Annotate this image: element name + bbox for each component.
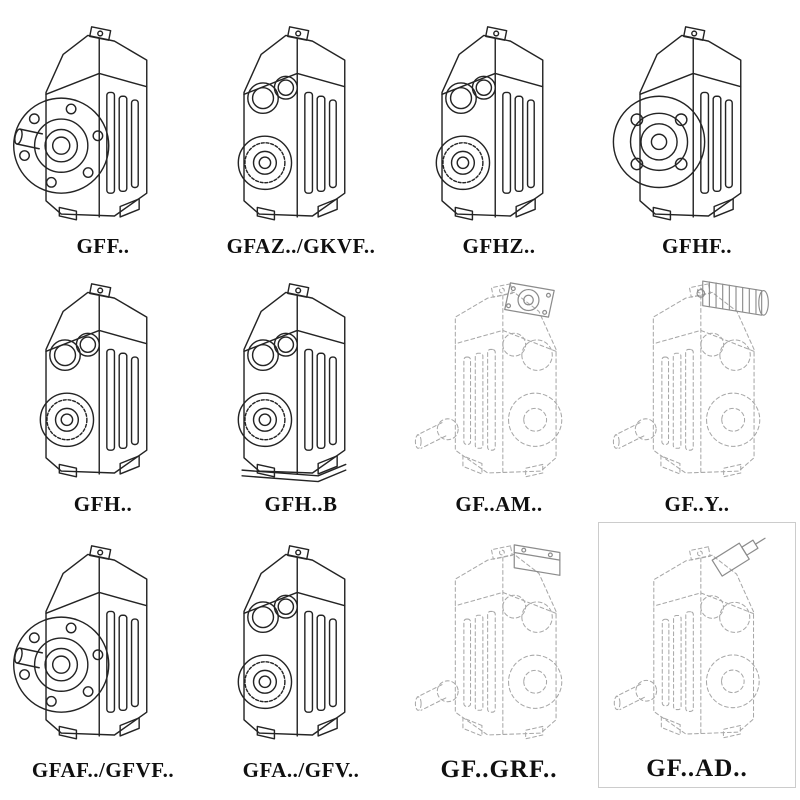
- model-label-gff: GFF..: [76, 234, 130, 258]
- model-label-gf-grf: GF..GRF..: [440, 756, 558, 783]
- gearbox-hollow-shaft-drawing: [206, 522, 396, 756]
- model-label-gf-ad: GF..AD..: [646, 755, 748, 782]
- gearbox-hollow-shaft-drawing: [8, 264, 198, 490]
- catalog-cell-gfh-b: GFH..B: [202, 264, 400, 522]
- gearbox-hollow-shaft-drawing: [404, 8, 594, 232]
- catalog-cell-gfa-gfv: GFA../GFV..: [202, 522, 400, 788]
- gearbox-flange-output-drawing: [8, 8, 198, 232]
- gearbox-hollow-shaft-base-drawing: [206, 264, 396, 490]
- catalog-cell-gfaf-gfvf: GFAF../GFVF..: [4, 522, 202, 788]
- gearbox-hollow-shaft-drawing: [206, 8, 396, 232]
- gearbox-four-hole-flange-drawing: [602, 8, 792, 232]
- catalog-cell-gf-ad: GF..AD..: [598, 522, 796, 788]
- catalog-cell-gf-am: GF..AM..: [400, 264, 598, 522]
- gearbox-input-shaft-adapter-drawing: [603, 523, 791, 755]
- model-label-gfaf-gfvf: GFAF../GFVF..: [31, 758, 175, 782]
- catalog-cell-gff: GFF..: [4, 8, 202, 264]
- catalog-cell-gfh: GFH..: [4, 264, 202, 522]
- gearbox-flange-output-drawing: [8, 522, 198, 756]
- catalog-cell-gf-y: GF..Y..: [598, 264, 796, 522]
- catalog-cell-gfhz: GFHZ..: [400, 8, 598, 264]
- catalog-cell-gfhf: GFHF..: [598, 8, 796, 264]
- model-label-gfhf: GFHF..: [662, 234, 732, 258]
- model-label-gfa-gfv: GFA../GFV..: [242, 758, 360, 782]
- model-label-gfaz-gkvf: GFAZ../GKVF..: [226, 234, 376, 258]
- model-label-gfh: GFH..: [73, 492, 133, 516]
- model-label-gfhz: GFHZ..: [462, 234, 536, 258]
- gearbox-input-block-drawing: [404, 522, 594, 756]
- catalog-cell-gfaz-gkvf: GFAZ../GKVF..: [202, 8, 400, 264]
- model-label-gfh-b: GFH..B: [264, 492, 338, 516]
- gearbox-mounted-motor-drawing: [602, 264, 792, 490]
- model-label-gf-am: GF..AM..: [455, 492, 543, 516]
- gearbox-motor-adapter-flange-drawing: [404, 264, 594, 490]
- catalog-cell-gf-grf: GF..GRF..: [400, 522, 598, 788]
- model-label-gf-y: GF..Y..: [664, 492, 730, 516]
